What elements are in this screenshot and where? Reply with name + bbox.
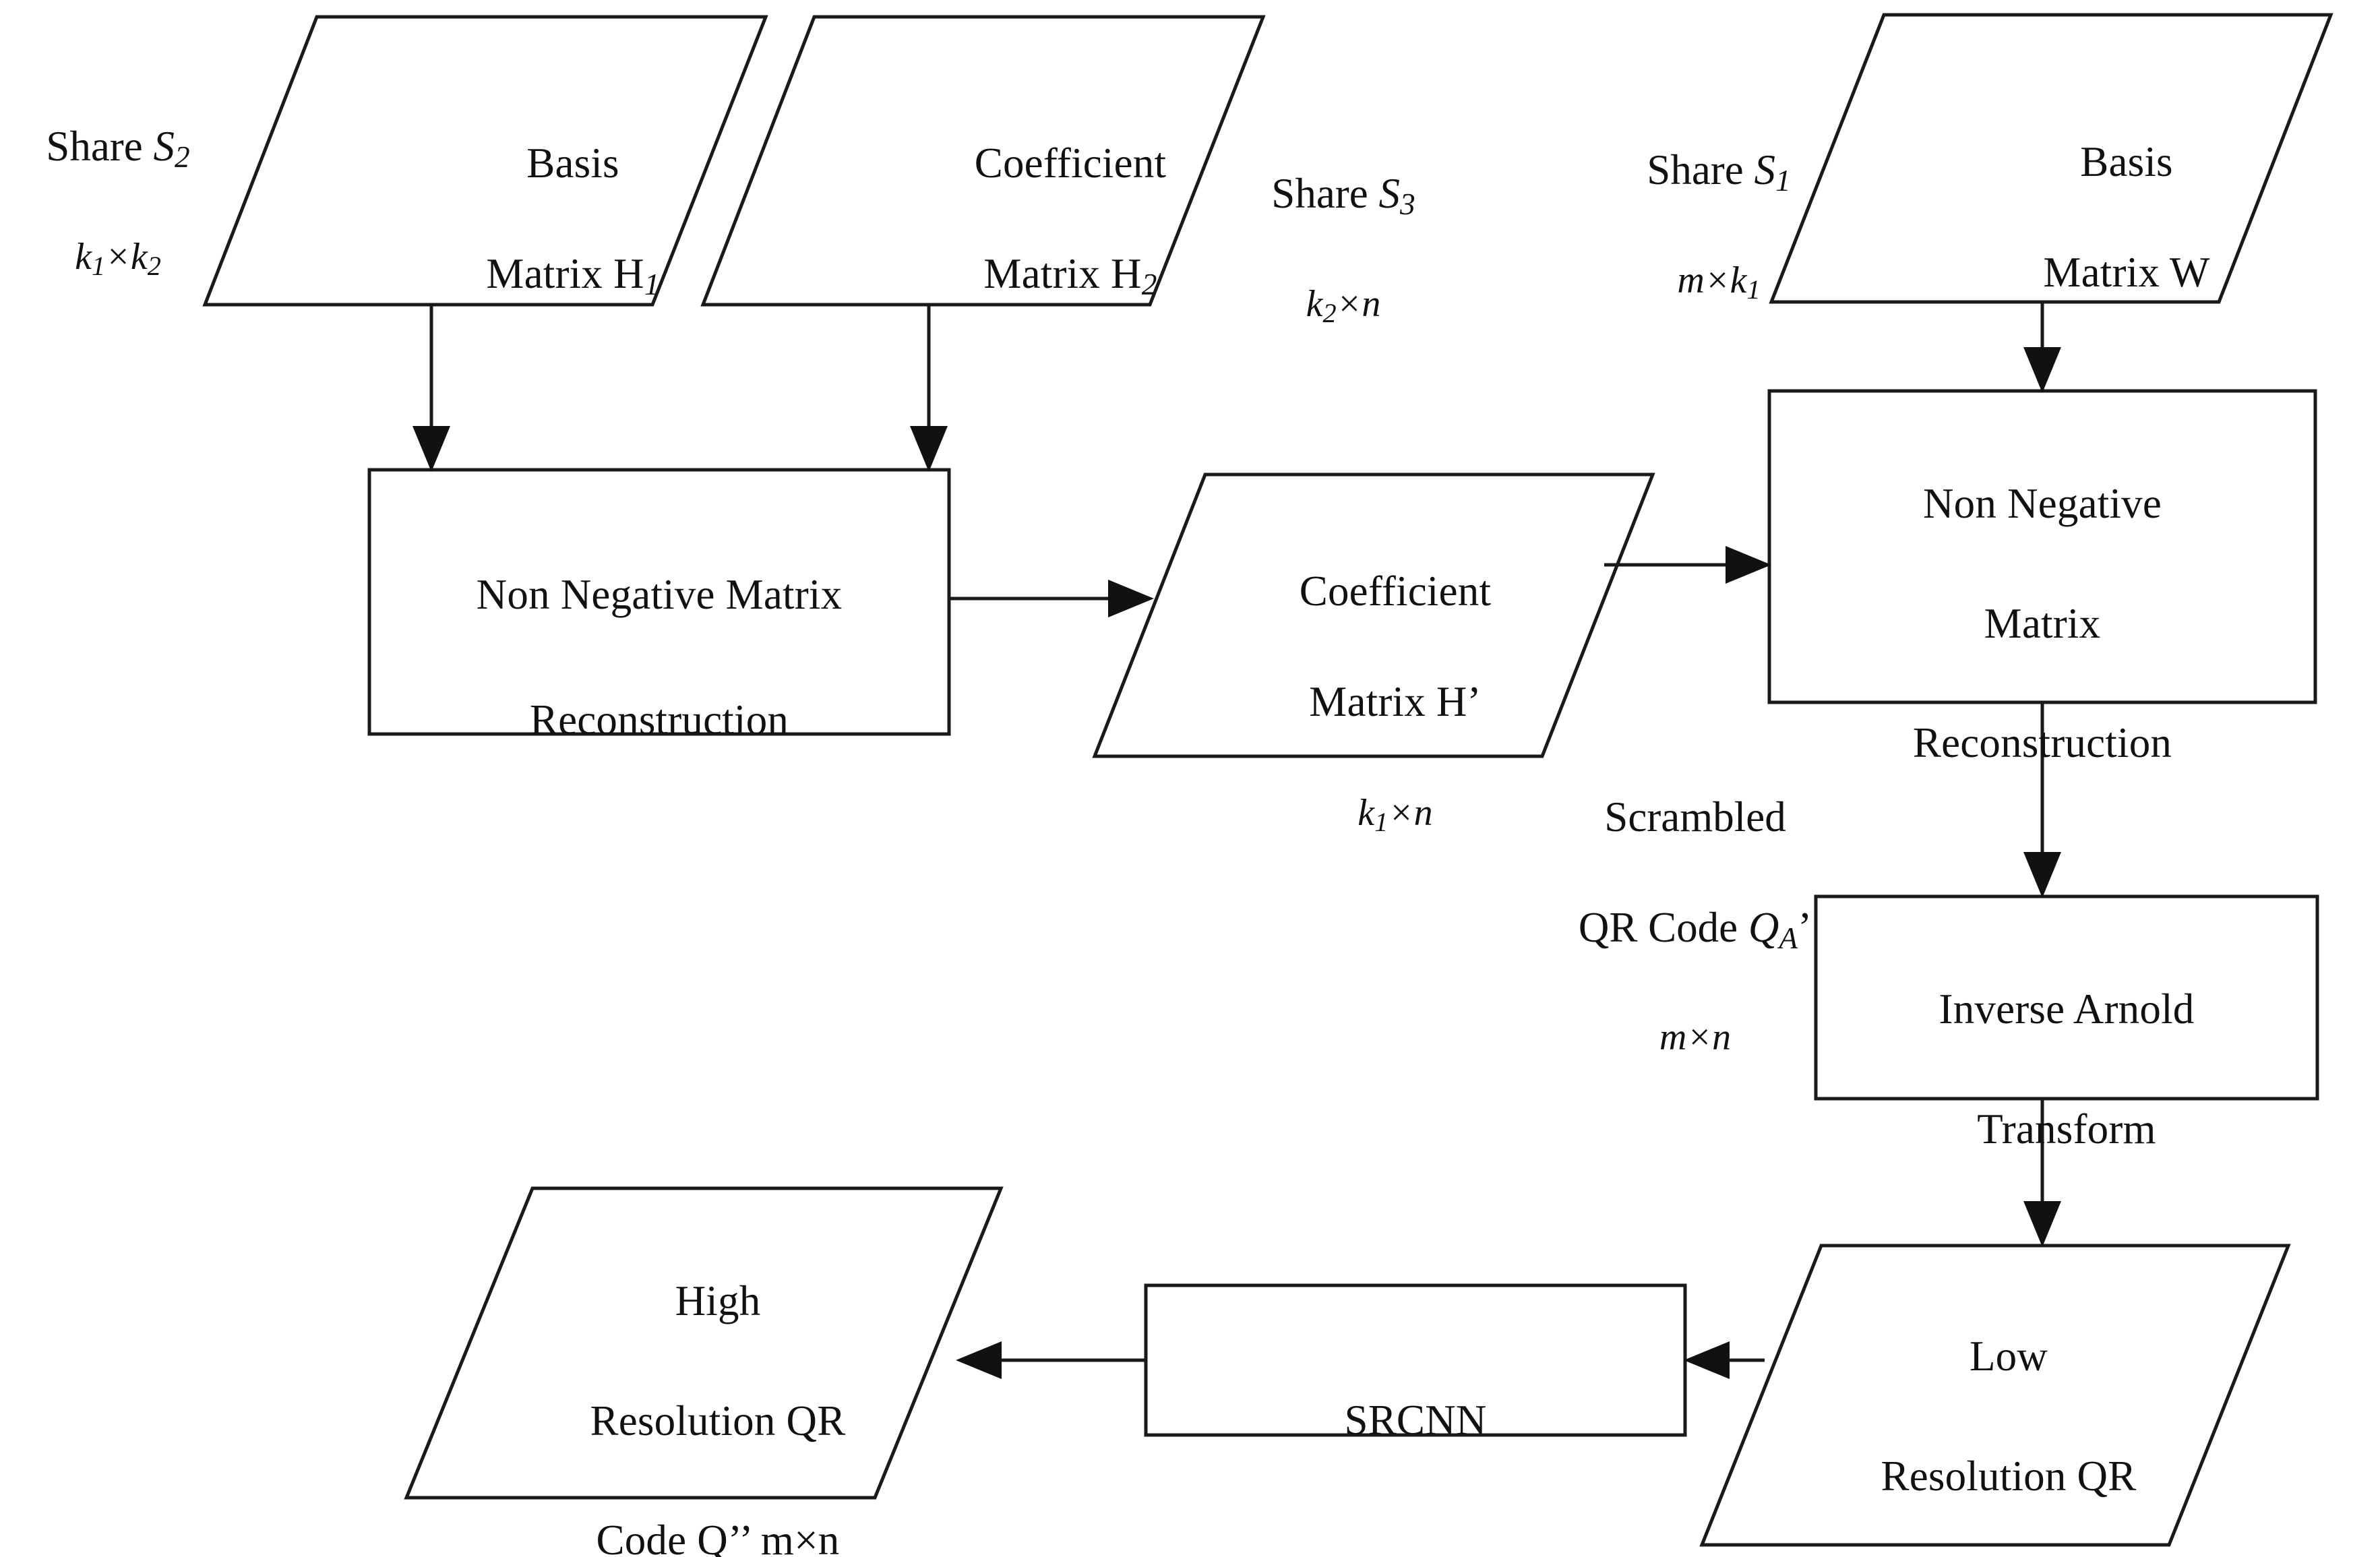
edge-h2-to-nnmr-left <box>910 305 948 472</box>
node-srcnn <box>1144 1283 1687 1437</box>
edge-srcnn-to-highres <box>956 1341 1146 1379</box>
node-basis-matrix-w <box>1769 13 2333 304</box>
edge-nnmr-right-to-arnold <box>2023 702 2061 898</box>
edge-hprime-to-nnmr-right <box>1604 546 1771 584</box>
node-coefficient-matrix-hprime <box>1092 472 1655 758</box>
edge-nnmr-left-to-hprime <box>949 580 1154 617</box>
node-basis-matrix-h1 <box>202 15 768 307</box>
node-high-resolution-qr <box>404 1186 1004 1500</box>
edge-lowres-to-srcnn <box>1684 1341 1765 1379</box>
node-nnmr-right <box>1767 389 2317 704</box>
node-inverse-arnold-transform <box>1814 894 2319 1101</box>
edge-arnold-to-lowres <box>2023 1099 2061 1247</box>
node-nnmr-left <box>367 468 951 736</box>
node-low-resolution-qr <box>1699 1244 2291 1547</box>
edge-h1-to-nnmr-left <box>413 305 450 472</box>
edge-w-to-nnmr-right <box>2023 302 2061 393</box>
node-coefficient-matrix-h2 <box>700 15 1266 307</box>
